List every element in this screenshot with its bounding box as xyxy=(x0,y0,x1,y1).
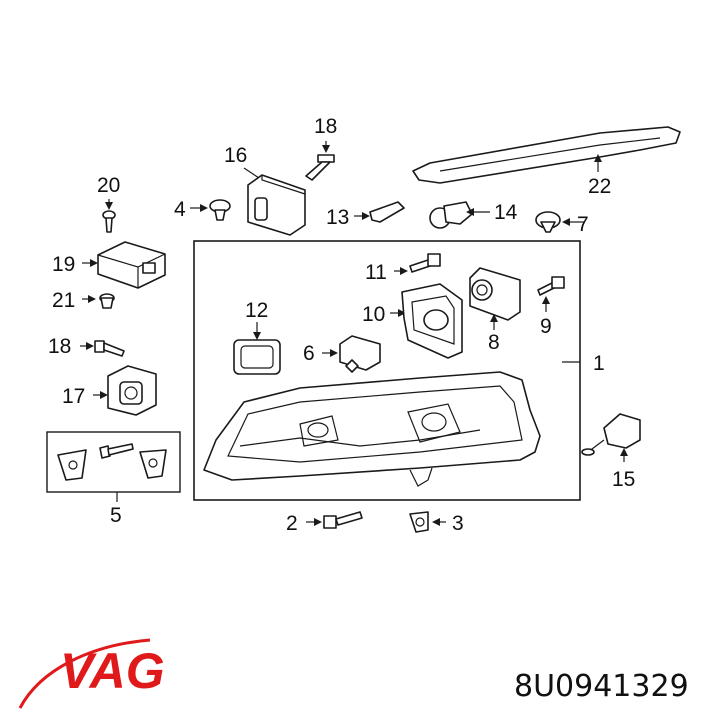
part-number: 8U0941329 xyxy=(514,669,689,704)
callout-17: 17 xyxy=(62,385,85,408)
screw-20 xyxy=(102,199,116,233)
callout-2: 2 xyxy=(286,512,298,535)
logo-swoosh xyxy=(18,638,151,709)
callout-18-top: 18 xyxy=(314,115,337,138)
callout-20: 20 xyxy=(97,174,120,197)
callout-10: 10 xyxy=(362,303,385,326)
callout-16: 16 xyxy=(224,144,247,167)
callout-22: 22 xyxy=(588,175,611,198)
callout-1: 1 xyxy=(593,352,605,375)
callout-6: 6 xyxy=(303,342,315,365)
bulb-15 xyxy=(581,413,641,462)
brand-logo-text: VAG xyxy=(60,643,165,699)
bolt-11 xyxy=(394,253,441,275)
ballast-17 xyxy=(93,365,157,416)
bolt-2 xyxy=(306,511,363,529)
callout-11: 11 xyxy=(365,261,387,284)
clip-13 xyxy=(354,201,405,223)
callout-3: 3 xyxy=(452,512,464,535)
igniter-8 xyxy=(469,267,521,330)
nut-21 xyxy=(82,293,115,309)
callout-15: 15 xyxy=(612,468,635,491)
headlight-assembly-1 xyxy=(203,361,580,487)
kit-frame xyxy=(46,431,181,493)
callout-4: 4 xyxy=(174,198,186,221)
callout-14: 14 xyxy=(494,201,518,224)
trim-strip-part xyxy=(412,126,681,184)
callout-19: 19 xyxy=(52,253,75,276)
callout-12: 12 xyxy=(245,299,268,322)
screw-4 xyxy=(190,199,231,221)
bracket-kit-5 xyxy=(57,443,167,481)
callout-13: 13 xyxy=(326,206,349,229)
callout-18-left: 18 xyxy=(48,335,71,358)
reflector-10 xyxy=(390,283,463,359)
control-unit-16 xyxy=(243,167,306,236)
callout-7: 7 xyxy=(577,213,589,236)
callout-21: 21 xyxy=(52,289,75,312)
cap-7 xyxy=(535,211,585,233)
callout-5: 5 xyxy=(110,504,122,527)
nut-3 xyxy=(409,511,446,533)
callout-9: 9 xyxy=(540,315,552,338)
motor-6 xyxy=(322,335,381,373)
callout-8: 8 xyxy=(488,331,500,354)
bolt-9 xyxy=(537,276,565,312)
assembly-frame xyxy=(193,240,581,501)
brand-logo: VAG xyxy=(18,638,165,709)
gasket-12 xyxy=(233,322,281,375)
bulb-14 xyxy=(429,201,490,229)
bolt-18-top xyxy=(305,141,335,181)
bolt-18-left xyxy=(80,340,125,357)
module-19 xyxy=(82,241,166,289)
